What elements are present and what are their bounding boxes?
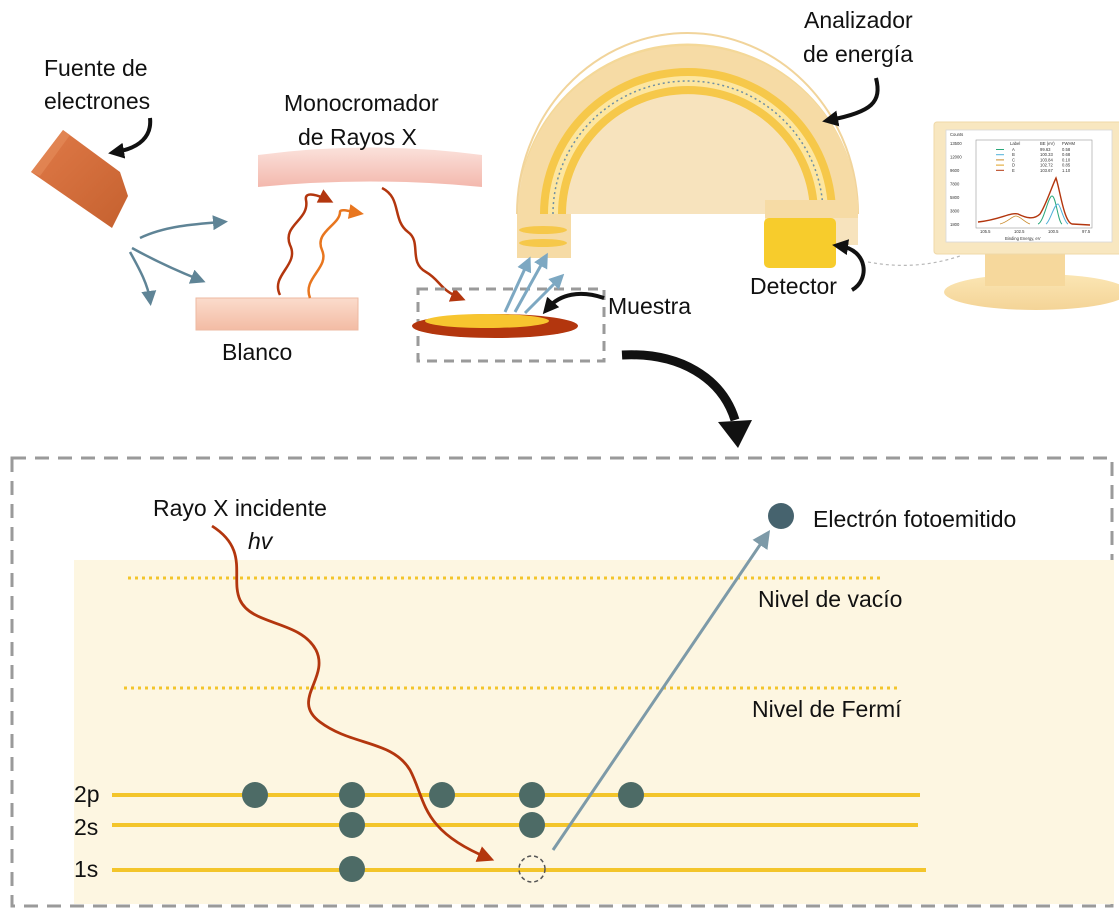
orbital-2s-label: 2s bbox=[74, 814, 98, 840]
photoemitted-electron-label: Electrón fotoemitido bbox=[813, 506, 1016, 532]
zoom-arrow-head bbox=[718, 420, 752, 448]
sample-surface bbox=[425, 314, 549, 328]
electron-2s-1 bbox=[339, 812, 365, 838]
electron-2p-2 bbox=[339, 782, 365, 808]
detector-to-monitor-cable bbox=[867, 255, 961, 266]
energy-analyzer bbox=[516, 32, 859, 258]
monitor-y-tick: 7800 bbox=[950, 182, 960, 187]
monitor-x-tick: 105.5 bbox=[980, 229, 991, 234]
monitor-legend-cell: B bbox=[1012, 152, 1015, 157]
monitor-xps-spectrum: Counts Label BE (eV) FWHM A 99.63 0.58B 100.33… bbox=[950, 132, 1093, 241]
monitor-y-tick: 1800 bbox=[950, 222, 960, 227]
xray-mono-to-sample bbox=[381, 186, 466, 302]
incident-xray-wave bbox=[211, 524, 495, 862]
monitor-legend-cell: 0.10 bbox=[1062, 157, 1071, 162]
photoemission-arrow bbox=[551, 530, 771, 851]
detector-label: Detector bbox=[750, 273, 837, 299]
monitor-legend-header: Label bbox=[1010, 141, 1020, 146]
monitor-x-ticks: 105.5 102.5 100.5 97.5 bbox=[980, 229, 1091, 234]
monitor-legend-cell: 0.85 bbox=[1062, 163, 1071, 168]
photoemitted-electron-dot bbox=[768, 503, 794, 529]
detector-pointer-arrow bbox=[832, 239, 866, 292]
electron-1s-vacancy bbox=[518, 855, 546, 883]
monitor-fit-peak-c bbox=[999, 215, 1031, 225]
monochromator-label-line1: Monocromador bbox=[284, 90, 439, 116]
target-block bbox=[195, 297, 359, 331]
monitor-x-title: Binding Energy, eV bbox=[1005, 236, 1041, 241]
monitor-y-tick: 13500 bbox=[950, 141, 962, 146]
monochromator-crystal bbox=[258, 147, 482, 187]
monitor-x-tick: 102.5 bbox=[1014, 229, 1025, 234]
monitor-legend-cell: C bbox=[1012, 157, 1015, 162]
photon-energy-label: hv bbox=[248, 528, 274, 554]
monitor-y-title: Counts bbox=[950, 132, 963, 137]
monitor-y-tick: 3800 bbox=[950, 209, 960, 214]
monitor-legend-cell: 0.58 bbox=[1062, 147, 1071, 152]
electron-source-pointer-arrow bbox=[108, 117, 153, 159]
electron-source bbox=[31, 130, 128, 228]
orbital-2p-label: 2p bbox=[74, 781, 100, 807]
analyzer-pointer-arrow bbox=[822, 77, 880, 127]
monitor-legend-header: BE (eV) bbox=[1040, 141, 1055, 146]
electron-source-label-line2: electrones bbox=[44, 88, 150, 114]
electron-beams bbox=[128, 215, 228, 306]
monitor-legend-cell: 100.33 bbox=[1040, 152, 1053, 157]
monitor-fit-peak-a bbox=[1037, 195, 1063, 225]
electron-2p-5 bbox=[618, 782, 644, 808]
monitor-y-tick: 9600 bbox=[950, 168, 960, 173]
sample-pointer-arrow bbox=[542, 291, 605, 315]
photoelectron-beams bbox=[503, 252, 565, 315]
monitor-legend-cell: 102.72 bbox=[1040, 163, 1053, 168]
monitor-legend-cell: 1.10 bbox=[1062, 168, 1071, 173]
electron-1s-1 bbox=[339, 856, 365, 882]
monitor-y-tick: 5800 bbox=[950, 195, 960, 200]
electron-2p-4 bbox=[519, 782, 545, 808]
monitor-spectrum-curve bbox=[977, 176, 1091, 226]
incident-xray-label: Rayo X incidente bbox=[153, 495, 327, 521]
monitor bbox=[933, 121, 1119, 310]
monitor-y-ticks: 13500 12000 9600 7800 5800 3800 1800 bbox=[950, 141, 962, 227]
electron-2p-1 bbox=[242, 782, 268, 808]
target-label: Blanco bbox=[222, 339, 292, 365]
vacuum-level-label: Nivel de vacío bbox=[758, 586, 902, 612]
sample-label: Muestra bbox=[608, 293, 691, 319]
monitor-legend: Label BE (eV) FWHM A 99.63 0.58B 100.33 0.68C 10… bbox=[996, 141, 1076, 173]
monitor-legend-header: FWHM bbox=[1062, 141, 1076, 146]
xray-target-to-mono bbox=[276, 189, 364, 299]
monitor-legend-cell: 103.67 bbox=[1040, 168, 1053, 173]
monitor-legend-cell: D bbox=[1012, 163, 1015, 168]
electron-source-label-line1: Fuente de bbox=[44, 55, 148, 81]
analyzer-label-line1: Analizador bbox=[804, 7, 913, 33]
monitor-x-tick: 100.5 bbox=[1048, 229, 1059, 234]
orbital-1s-label: 1s bbox=[74, 856, 98, 882]
electron-2s-2 bbox=[519, 812, 545, 838]
zoom-arrow bbox=[621, 350, 740, 422]
monitor-legend-cell: 99.63 bbox=[1040, 147, 1051, 152]
monitor-legend-cell: E bbox=[1012, 168, 1015, 173]
monitor-legend-cell: 0.68 bbox=[1062, 152, 1071, 157]
monitor-y-tick: 12000 bbox=[950, 155, 962, 160]
orbital-electrons bbox=[242, 782, 644, 883]
energy-diagram-background bbox=[74, 560, 1114, 904]
monitor-legend-cell: A bbox=[1012, 147, 1015, 152]
fermi-level-label: Nivel de Fermí bbox=[752, 696, 902, 722]
electron-2p-3 bbox=[429, 782, 455, 808]
monochromator-label-line2: de Rayos X bbox=[298, 124, 417, 150]
detector-box bbox=[764, 218, 836, 268]
monitor-fit-peak-b bbox=[1045, 203, 1069, 225]
monitor-x-tick: 97.5 bbox=[1082, 229, 1091, 234]
analyzer-label-line2: de energía bbox=[803, 41, 913, 67]
monitor-legend-cell: 103.84 bbox=[1040, 157, 1053, 162]
